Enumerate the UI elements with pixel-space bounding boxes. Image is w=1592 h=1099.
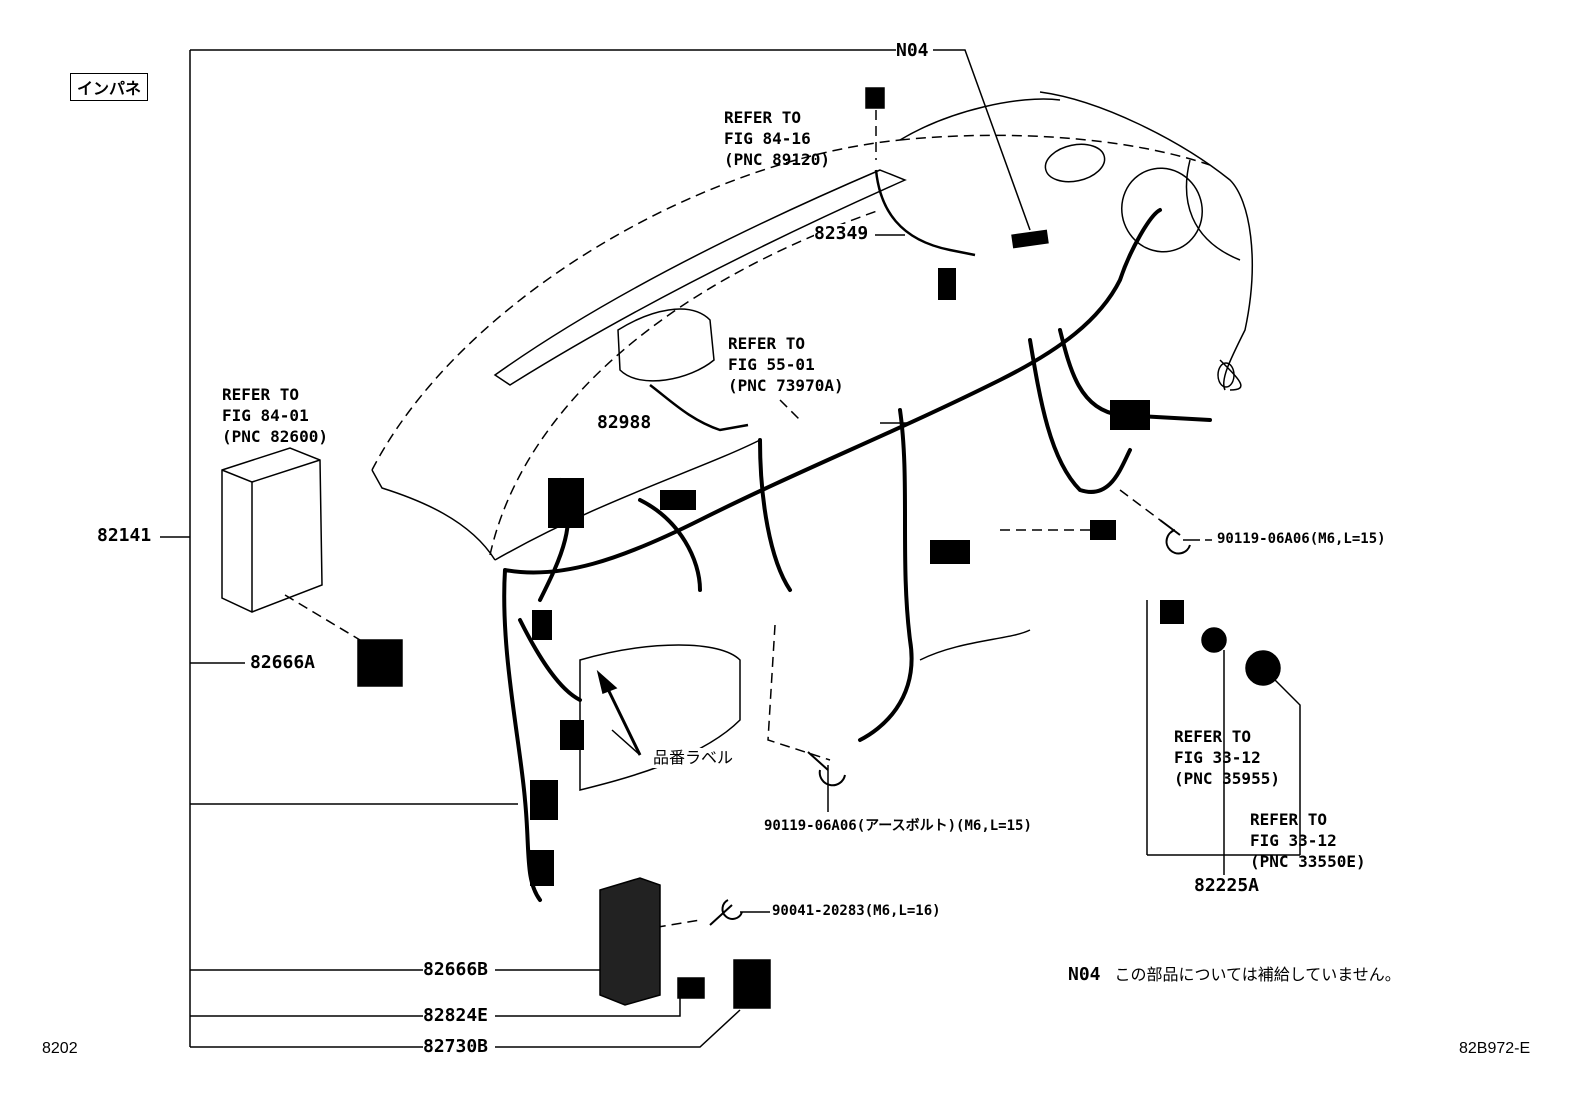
airbag-module (617, 308, 715, 382)
bolt-earth (807, 751, 846, 787)
harness-trunk (502, 208, 1212, 902)
connector (1160, 600, 1184, 624)
callout-82988: 82988 (597, 412, 652, 433)
connector-82824e (677, 977, 705, 999)
callout-82730b: 82730B (423, 1036, 489, 1057)
block-82666b (599, 877, 661, 1006)
connector (530, 780, 558, 820)
connector (660, 490, 696, 510)
connector (548, 478, 584, 528)
footer-left-code: 8202 (42, 1040, 78, 1057)
bracket-frame (160, 49, 900, 1048)
junction-block (221, 447, 323, 613)
harness-82349 (874, 169, 976, 257)
gauge-hole (1121, 167, 1203, 253)
callout-bolt-earth: 90119-06A06(アースボルト)(M6,L=15) (764, 818, 1032, 835)
supply-note: N04 この部品については補給していません。 (1068, 961, 1401, 985)
callout-n04: N04 (896, 40, 929, 61)
connector-82730b (733, 959, 771, 1009)
clip-89120 (865, 87, 885, 109)
callout-82141: 82141 (97, 525, 152, 546)
note-code: N04 (1068, 964, 1101, 985)
callout-82666a: 82666A (250, 652, 316, 673)
callout-82824e: 82824E (423, 1005, 489, 1026)
connector (530, 850, 554, 886)
bolt-upper (1159, 519, 1191, 555)
bolt-lower (709, 899, 743, 926)
connector (938, 268, 956, 300)
connector (1110, 400, 1150, 430)
label-arrowhead (596, 669, 618, 695)
footer-right-code: 82B972-E (1459, 1040, 1531, 1057)
label-arrow (603, 682, 642, 756)
callout-bolt-upper: 90119-06A06(M6,L=15) (1217, 531, 1386, 548)
section-label: インパネ (70, 73, 149, 101)
callout-bolt-lower: 90041-20283(M6,L=16) (772, 903, 941, 920)
callout-82225a: 82225A (1194, 875, 1260, 896)
small-hole (1217, 362, 1235, 388)
air-vent (1044, 143, 1106, 183)
dashboard-outline (371, 91, 1253, 791)
phantom-lines (284, 110, 1211, 931)
connector (532, 610, 552, 640)
sensor-82988 (649, 384, 749, 432)
callout-82349: 82349 (814, 223, 869, 244)
connector (1090, 520, 1116, 540)
connector (1011, 229, 1049, 249)
connector (930, 540, 970, 564)
leader-lines (495, 49, 1301, 1048)
connector-82666a (357, 639, 403, 687)
cap-33550e (1245, 650, 1281, 686)
callout-82666b: 82666B (423, 959, 489, 980)
note-text: この部品については補給していません。 (1114, 965, 1401, 984)
cap-35955 (1201, 627, 1227, 653)
callout-part-label: 品番ラベル (653, 748, 734, 768)
defroster-grille (493, 169, 907, 386)
connector (560, 720, 584, 750)
